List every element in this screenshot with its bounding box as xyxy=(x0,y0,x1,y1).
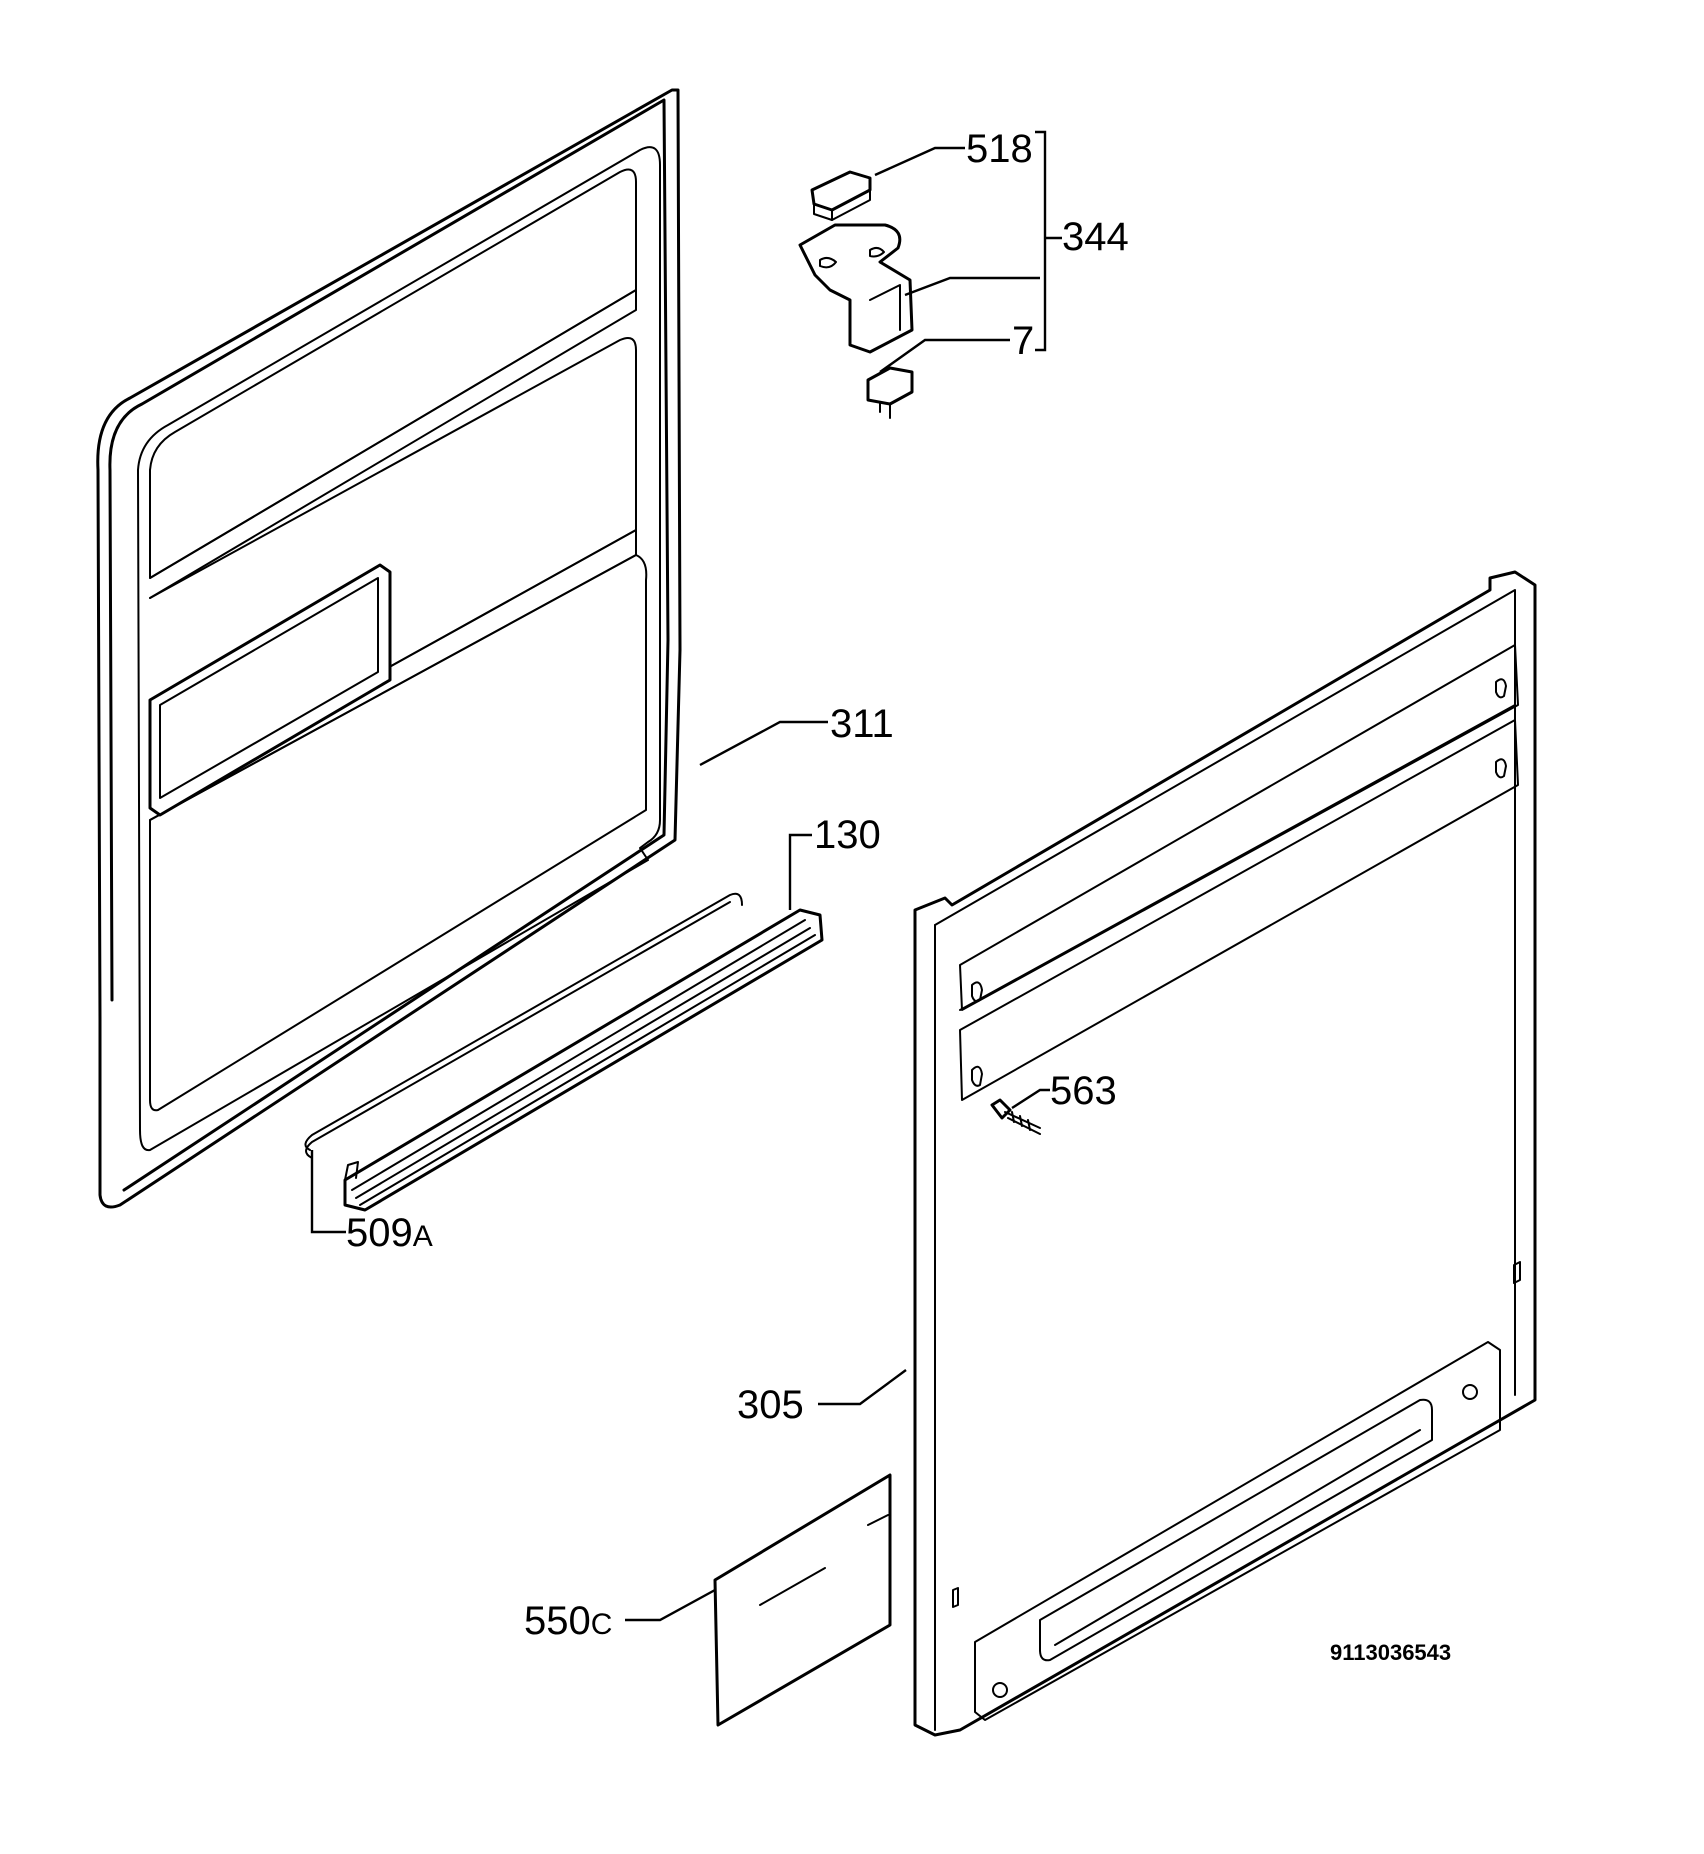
document-number: 9113036543 xyxy=(1330,1640,1451,1665)
callout-509a: 509A xyxy=(346,1211,433,1255)
callout-344: 344 xyxy=(1062,215,1129,259)
door-lock-assembly xyxy=(798,170,914,419)
callout-labels: 518 344 7 311 130 563 509A 305 550C xyxy=(346,127,1129,1643)
outer-door-panel xyxy=(913,570,1537,1737)
screw xyxy=(990,1098,1041,1135)
callout-130: 130 xyxy=(814,813,881,857)
leader-lines xyxy=(310,130,1062,1622)
inner-door-panel xyxy=(96,88,682,1209)
callout-518: 518 xyxy=(966,127,1033,171)
callout-550c: 550C xyxy=(524,1599,612,1643)
door-seal-strip xyxy=(343,908,824,1212)
callout-311: 311 xyxy=(830,702,894,746)
callout-7: 7 xyxy=(1012,319,1034,363)
callout-305: 305 xyxy=(737,1383,804,1427)
plinth-panel xyxy=(713,1473,892,1727)
callout-563: 563 xyxy=(1050,1069,1117,1113)
door-rod xyxy=(304,892,743,1159)
